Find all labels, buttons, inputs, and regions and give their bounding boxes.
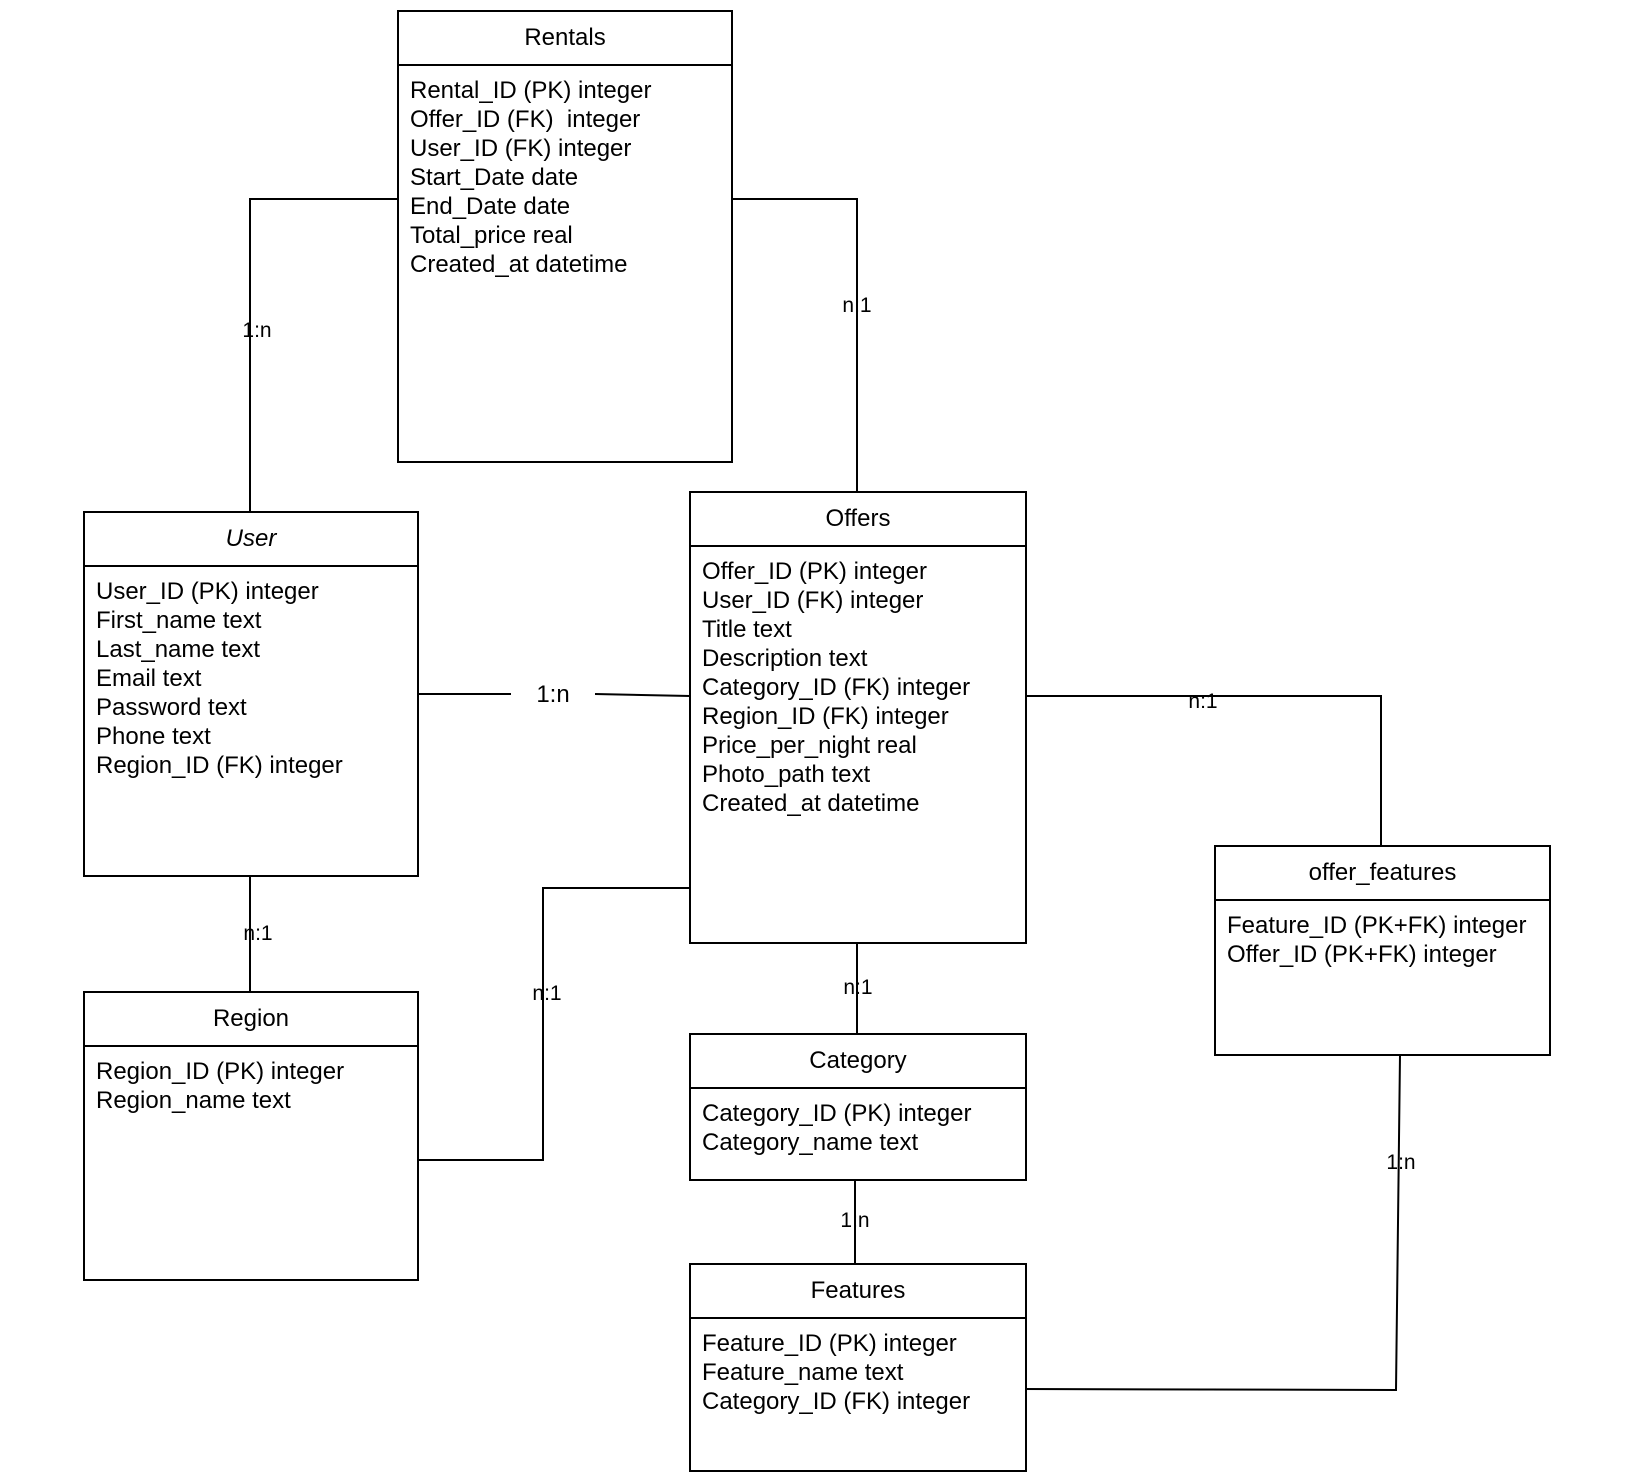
attribute: Description text [702, 645, 868, 672]
attribute: Price_per_night real [702, 732, 917, 759]
attribute: Offer_ID (PK+FK) integer [1227, 941, 1497, 968]
attribute: Offer_ID (PK) integer [702, 558, 927, 585]
attribute: Category_ID (FK) integer [702, 674, 971, 701]
label-offers-category: n:1 [843, 976, 872, 999]
attribute: User_ID (FK) integer [702, 587, 924, 614]
entity-title: Category [691, 1035, 1025, 1089]
label-offers-offer-features: n:1 [1188, 690, 1217, 713]
attribute: Category_ID (PK) integer [702, 1100, 972, 1127]
entity-title: offer_features [1216, 847, 1549, 901]
connector-offers-region [419, 887, 690, 1161]
entity-title: User [85, 513, 417, 567]
attribute: First_name text [96, 607, 262, 634]
entity-category: Category Category_ID (PK) integer Catego… [689, 1033, 1027, 1181]
entity-title: Rentals [399, 12, 731, 66]
attribute: Region_name text [96, 1087, 291, 1114]
attribute: Region_ID (FK) integer [96, 752, 343, 779]
label-user-offers: 1:n [536, 681, 569, 708]
attribute: Rental_ID (PK) integer [410, 77, 652, 104]
attribute: Title text [702, 616, 792, 643]
attribute-list: Offer_ID (PK) integer User_ID (FK) integ… [691, 547, 1025, 818]
entity-title: Offers [691, 493, 1025, 547]
attribute: Photo_path text [702, 761, 871, 788]
attribute-list: Category_ID (PK) integer Category_name t… [691, 1089, 1025, 1157]
attribute-list: Rental_ID (PK) integer Offer_ID (FK) int… [399, 66, 731, 279]
connector-user-offers-b [594, 693, 691, 697]
attribute: Region_ID (FK) integer [702, 703, 949, 730]
attribute: Feature_ID (PK) integer [702, 1330, 957, 1357]
label-offer-features-features: 1:n [1386, 1151, 1415, 1174]
connector-rentals-offers [732, 198, 858, 492]
attribute-list: Feature_ID (PK+FK) integer Offer_ID (PK+… [1216, 901, 1549, 969]
label-category-features: 1:n [840, 1209, 869, 1232]
label-user-region: n:1 [243, 922, 272, 945]
attribute: Password text [96, 694, 247, 721]
label-rentals-offers: n:1 [842, 294, 871, 317]
attribute: Category_ID (FK) integer [702, 1388, 971, 1415]
entity-title: Region [85, 993, 417, 1047]
attribute: Category_name text [702, 1129, 919, 1156]
connector-offers-offer-features [1026, 695, 1382, 846]
entity-rentals: Rentals Rental_ID (PK) integer Offer_ID … [397, 10, 733, 463]
entity-title: Features [691, 1265, 1025, 1319]
attribute-list: User_ID (PK) integer First_name text Las… [85, 567, 417, 780]
attribute: Feature_name text [702, 1359, 904, 1386]
entity-features: Features Feature_ID (PK) integer Feature… [689, 1263, 1027, 1472]
entity-user: User User_ID (PK) integer First_name tex… [83, 511, 419, 877]
attribute: Last_name text [96, 636, 261, 663]
attribute: Email text [96, 665, 202, 692]
attribute: Phone text [96, 723, 211, 750]
attribute: Created_at datetime [410, 251, 628, 278]
label-offers-region: n:1 [532, 982, 561, 1005]
attribute-list: Region_ID (PK) integer Region_name text [85, 1047, 417, 1115]
attribute: End_Date date [410, 193, 571, 220]
entity-region: Region Region_ID (PK) integer Region_nam… [83, 991, 419, 1281]
connector-offer-features-features [1021, 1054, 1401, 1392]
attribute: User_ID (FK) integer [410, 135, 632, 162]
entity-offers: Offers Offer_ID (PK) integer User_ID (FK… [689, 491, 1027, 944]
attribute: Start_Date date [410, 164, 579, 191]
connector-user-rentals [249, 198, 398, 511]
attribute: Feature_ID (PK+FK) integer [1227, 912, 1527, 939]
entity-offer-features: offer_features Feature_ID (PK+FK) intege… [1214, 845, 1551, 1056]
attribute: Offer_ID (FK) integer [410, 106, 641, 133]
attribute: Created_at datetime [702, 790, 920, 817]
label-user-rentals: 1:n [242, 319, 271, 342]
attribute: User_ID (PK) integer [96, 578, 319, 605]
attribute-list: Feature_ID (PK) integer Feature_name tex… [691, 1319, 1025, 1416]
attribute: Total_price real [410, 222, 573, 249]
attribute: Region_ID (PK) integer [96, 1058, 345, 1085]
